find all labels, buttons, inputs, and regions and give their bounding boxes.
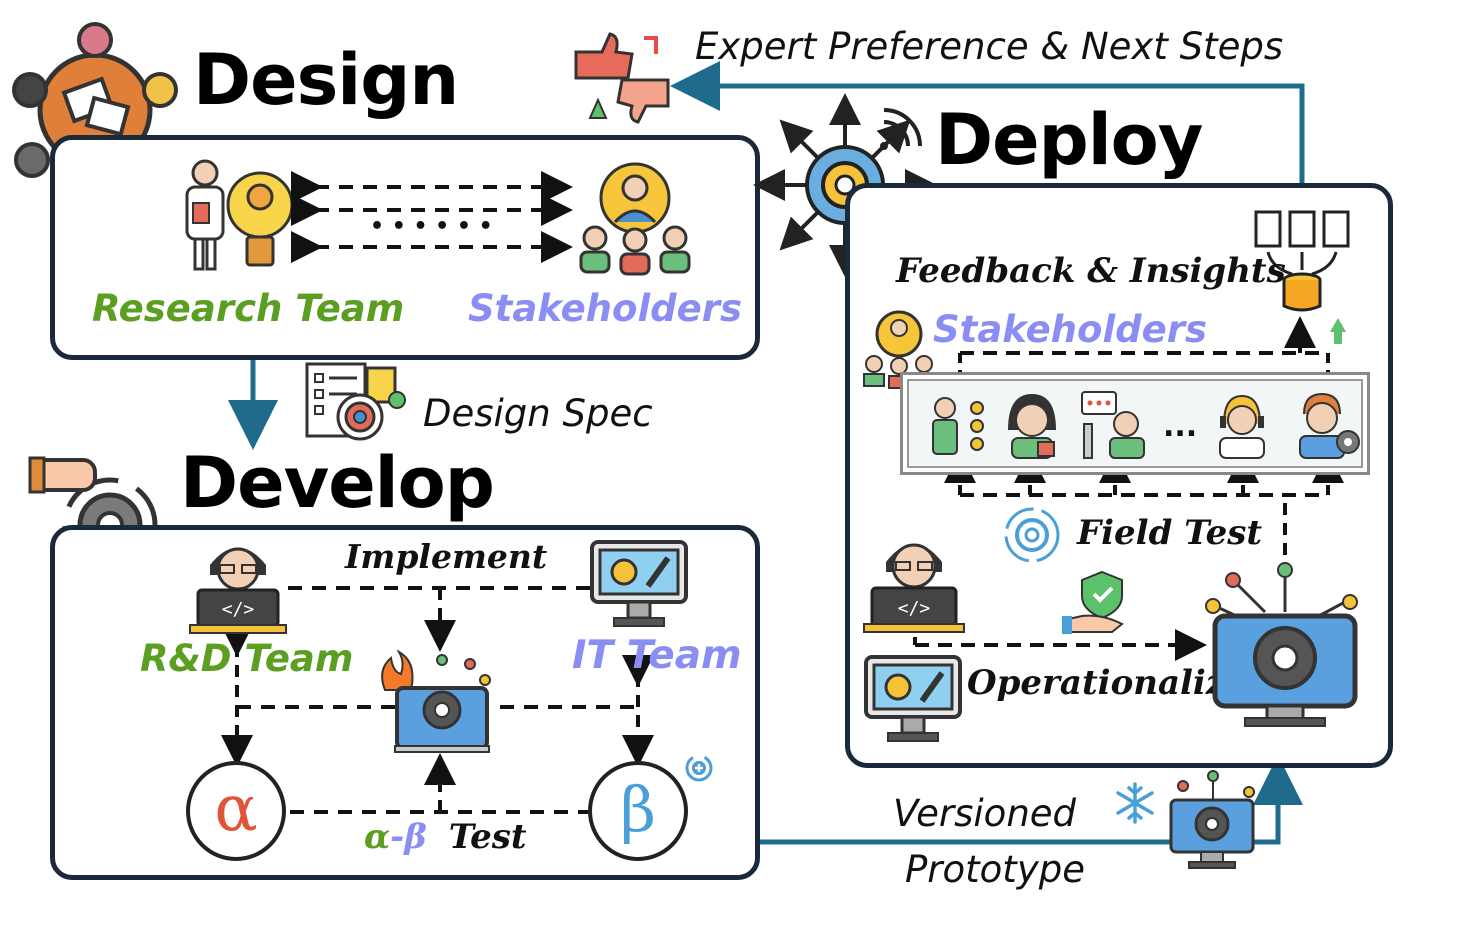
field-test-gear-icon <box>1000 505 1064 565</box>
design-spec-icon <box>305 362 410 442</box>
expert-preference-arrow <box>670 61 1305 185</box>
design-spec-label: Design Spec <box>423 392 653 435</box>
alpha-symbol: α <box>214 772 258 846</box>
ellipsis-dots: • • • • • • <box>370 214 493 239</box>
test-beta: β <box>404 817 427 857</box>
stakeholders-label: Stakeholders <box>468 287 742 330</box>
stakeholders-icon <box>575 160 695 276</box>
expert-preference-label: Expert Preference & Next Steps <box>695 25 1284 68</box>
svg-text:</>: </> <box>222 599 255 620</box>
operationalize-label: Operationalize <box>967 663 1247 703</box>
versioned-label: Versioned <box>893 792 1077 835</box>
research-team-icon <box>175 155 300 275</box>
stakeholder-person-2-icon <box>1000 390 1065 460</box>
it-computer-icon <box>590 540 690 632</box>
deploy-stakeholders-label: Stakeholders <box>933 308 1207 351</box>
stakeholder-ellipsis: ... <box>1163 409 1198 444</box>
deploy-title: Deploy <box>935 99 1203 181</box>
implement-label: Implement <box>345 537 548 576</box>
ops-central-computer-icon <box>1205 562 1370 732</box>
test-word: Test <box>448 817 527 857</box>
design-title: Design <box>193 39 459 121</box>
refresh-plus-icon <box>683 752 715 784</box>
alpha-beta-test-label: α-β Test <box>364 820 527 854</box>
rd-team-label: R&D Team <box>140 637 354 680</box>
develop-central-computer-icon <box>375 649 495 760</box>
stakeholder-person-3-icon <box>1080 388 1150 460</box>
stakeholder-person-1-icon <box>925 390 995 460</box>
beta-circle: β <box>588 761 688 861</box>
design-exchange-arrows <box>291 171 573 263</box>
snowflake-icon <box>1114 782 1156 824</box>
versioned-prototype-arrow <box>760 755 1303 845</box>
stakeholder-person-4-icon <box>1212 390 1272 460</box>
ops-developer-laptop-icon: </> <box>862 530 967 635</box>
beta-symbol: β <box>620 773 656 846</box>
shield-hand-icon <box>1062 570 1132 636</box>
feedback-insights-label: Feedback & Insights <box>896 251 1286 291</box>
prototype-label: Prototype <box>905 848 1085 891</box>
field-test-label: Field Test <box>1077 513 1263 553</box>
develop-title: Develop <box>180 442 495 524</box>
developer-laptop-icon: </> <box>188 535 288 635</box>
svg-text:</>: </> <box>898 598 931 619</box>
alpha-circle: α <box>186 761 286 861</box>
develop-dashed-flow <box>221 586 654 814</box>
thumbs-up-down-icon <box>574 30 674 125</box>
test-dash: - <box>390 817 405 857</box>
wifi-signal-icon <box>878 108 922 152</box>
test-alpha: α <box>364 817 391 857</box>
ops-it-computer-icon <box>864 655 964 747</box>
stakeholder-person-5-icon <box>1290 388 1365 460</box>
documents-database-icon <box>1252 208 1352 348</box>
versioned-computer-icon <box>1165 770 1260 870</box>
it-team-label: IT Team <box>572 633 742 678</box>
research-team-label: Research Team <box>92 287 405 330</box>
